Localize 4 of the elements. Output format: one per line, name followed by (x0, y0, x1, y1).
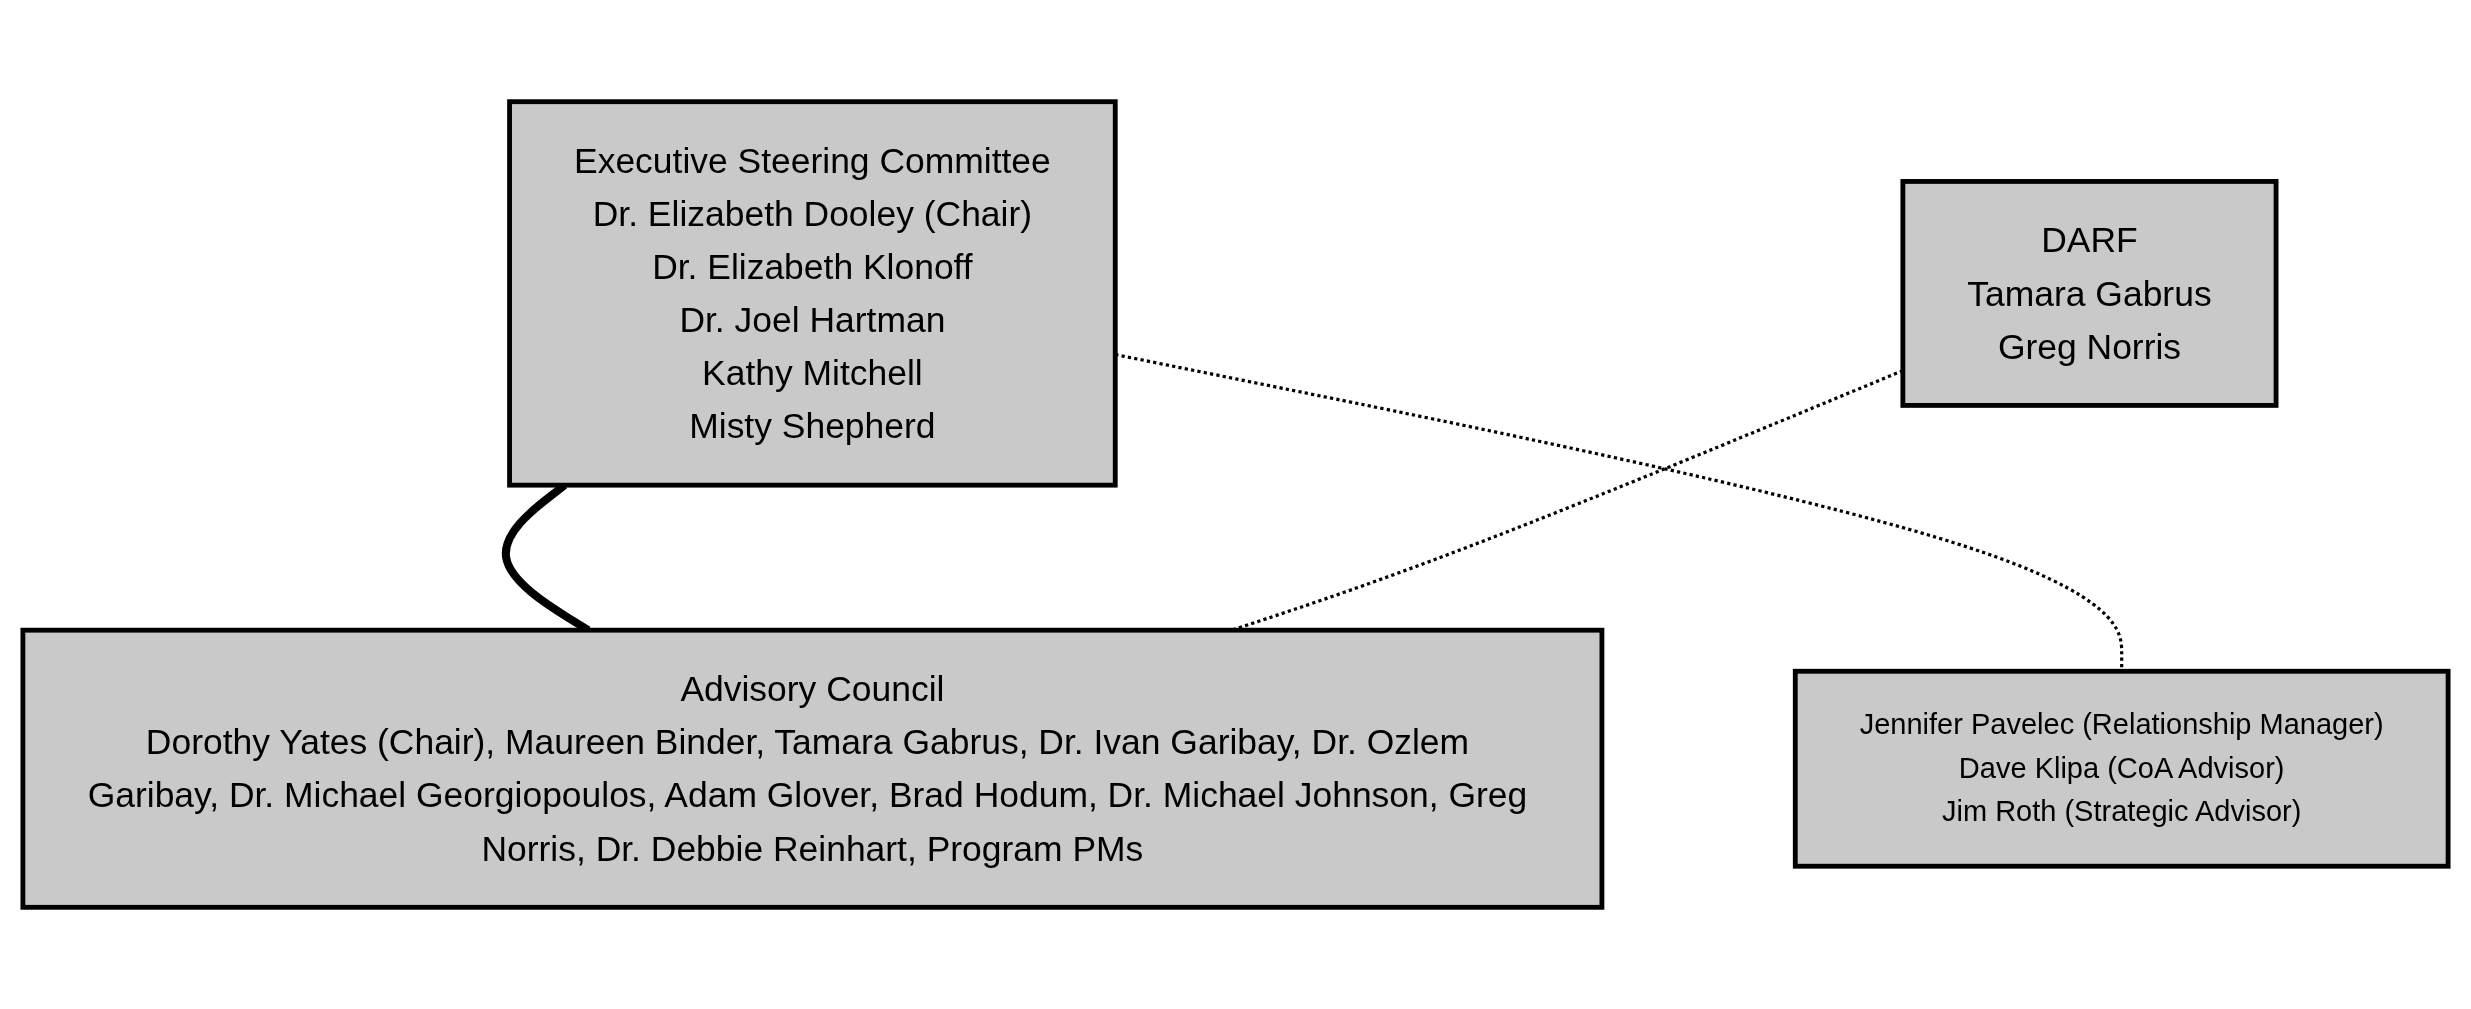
node-box: Jennifer Pavelec (Relationship Manager) Dave Klipa (CoA Advisor) Jim Roth (Strategic Advisor) (1792, 668, 2451, 869)
node-box: Advisory Council Dorothy Yates (Chair), Maureen Binder, Tamara Gabrus, Dr. Ivan Garibay, Dr. Ozlem Garibay, Dr. Michael Georgiopoulos, Adam Glover, Brad Hodum, Dr. Michael Johnson, Greg Norris, Dr. Debbie Reinhart, Program PMs (20, 627, 1605, 910)
node-box: Executive Steering Committee Dr. Elizabeth Dooley (Chair) Dr. Elizabeth Klonoff Dr. Joel Hartman Kathy Mitchell Misty Shepherd (507, 99, 1118, 488)
node-box: DARF Tamara Gabrus Greg Norris (1900, 179, 2279, 408)
